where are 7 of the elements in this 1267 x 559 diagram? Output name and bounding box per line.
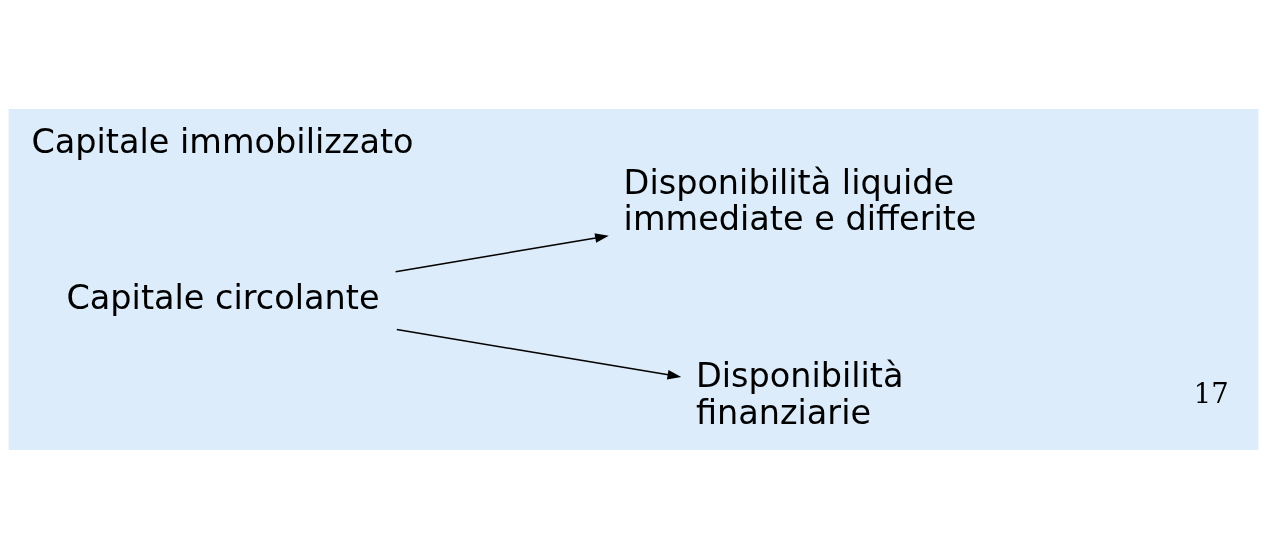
label: 17: [1193, 378, 1229, 410]
node-text: Capitale circolante: [66, 278, 380, 318]
node-text: Capitale immobilizzato: [31, 121, 414, 161]
node-text: Disponibilità liquide immediate e differite: [623, 162, 977, 239]
node-text: Disponibilità finanziarie: [695, 355, 904, 432]
arrow: [396, 328, 682, 380]
arrow: [394, 233, 609, 273]
